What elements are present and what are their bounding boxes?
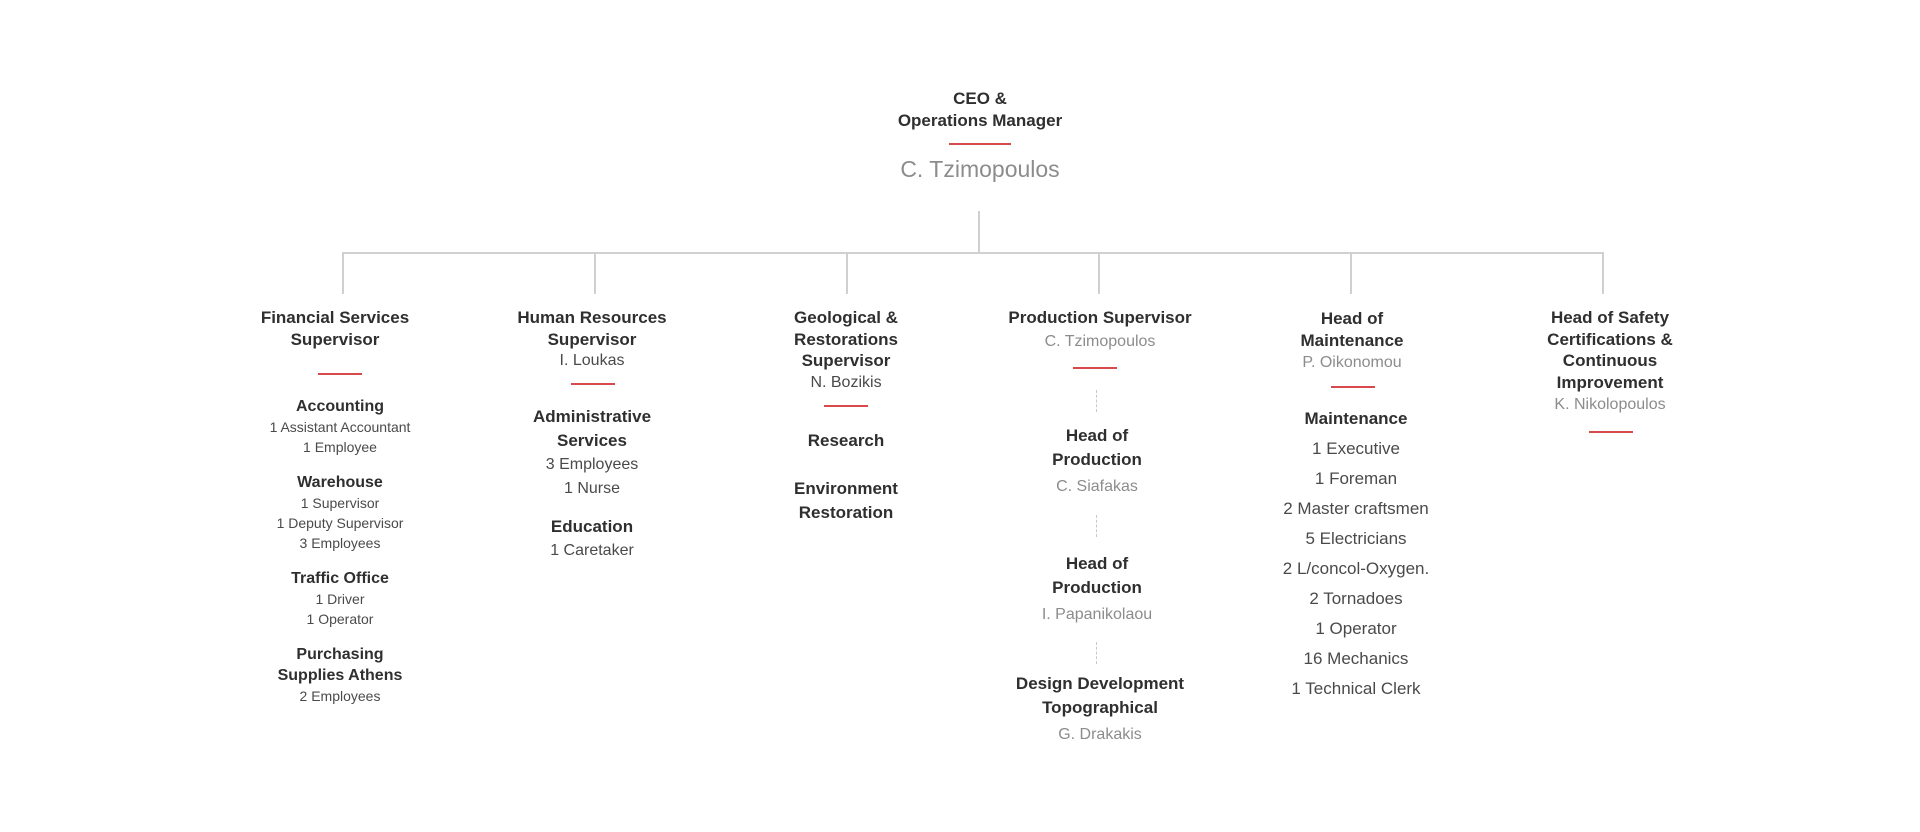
- financial-accent-line: [318, 373, 362, 375]
- production-title: Production Supervisor: [1008, 308, 1192, 327]
- maintenance-item: 1 Foreman: [1314, 469, 1398, 488]
- maintenance-title-line2: Maintenance: [1300, 331, 1404, 350]
- drop-geo: [846, 252, 848, 294]
- hr-groups: Administrative Services 3 Employees 1 Nu…: [533, 405, 651, 563]
- geo-title: Geological & Restorations Supervisor: [794, 307, 898, 372]
- traffic-office-item: 1 Operator: [306, 611, 374, 627]
- warehouse-item: 3 Employees: [299, 535, 381, 551]
- maintenance-item: 1 Operator: [1315, 619, 1397, 638]
- drop-maintenance: [1350, 252, 1352, 294]
- admin-services-item: 3 Employees: [545, 456, 639, 473]
- admin-services-title-line2: Services: [557, 431, 627, 450]
- hr-title: Human Resources Supervisor: [517, 307, 666, 351]
- admin-services-title-line1: Administrative: [532, 407, 652, 426]
- production-sub-name: G. Drakakis: [1058, 726, 1142, 743]
- geo-name: N. Bozikis: [810, 374, 882, 391]
- ceo-connector: [978, 211, 980, 253]
- maintenance-title: Head of Maintenance: [1301, 308, 1404, 352]
- production-sub-title-line1: Head of: [1065, 554, 1129, 573]
- safety-title-line1: Head of Safety: [1550, 308, 1670, 327]
- education-title: Education: [550, 517, 634, 536]
- warehouse-item: 1 Supervisor: [300, 495, 380, 511]
- warehouse-title: Warehouse: [297, 474, 383, 491]
- purchasing-title-line2: Supplies Athens: [277, 667, 403, 684]
- production-sub-name: C. Siafakas: [1056, 478, 1138, 495]
- hr-name: I. Loukas: [559, 352, 625, 369]
- production-sub-title-line1: Head of: [1065, 426, 1129, 445]
- financial-groups: Accounting 1 Assistant Accountant 1 Empl…: [270, 396, 411, 706]
- accounting-item: 1 Employee: [303, 439, 377, 455]
- production-sub-title-line2: Production: [1052, 450, 1142, 469]
- geo-groups: Research Environment Restoration: [794, 429, 898, 525]
- admin-services-item: 1 Nurse: [563, 480, 621, 497]
- maintenance-item: 5 Electricians: [1305, 529, 1407, 548]
- maintenance-item: 1 Technical Clerk: [1291, 679, 1421, 698]
- maintenance-name: P. Oikonomou: [1302, 354, 1402, 371]
- education-item: 1 Caretaker: [550, 542, 634, 559]
- geo-title-line3: Supervisor: [801, 351, 891, 370]
- safety-name: K. Nikolopoulos: [1554, 396, 1666, 413]
- maintenance-item: 1 Executive: [1312, 439, 1400, 458]
- purchasing-title-line1: Purchasing: [296, 646, 384, 663]
- production-sub-2: Head of Production I. Papanikolaou: [1042, 552, 1152, 624]
- geo-title-line1: Geological &: [794, 308, 898, 327]
- ceo-title: CEO & Operations Manager: [898, 88, 1062, 132]
- maintenance-group: Maintenance 1 Executive 1 Foreman 2 Mast…: [1283, 404, 1429, 704]
- maintenance-group-title: Maintenance: [1304, 409, 1408, 428]
- safety-title: Head of Safety Certifications & Continuo…: [1547, 307, 1673, 393]
- safety-title-line2: Certifications &: [1547, 329, 1673, 349]
- hr-title-line2: Supervisor: [547, 330, 637, 349]
- financial-title-line2: Supervisor: [290, 330, 380, 349]
- traffic-office-item: 1 Driver: [315, 591, 365, 607]
- maintenance-accent-line: [1331, 386, 1375, 388]
- warehouse-item: 1 Deputy Supervisor: [276, 515, 404, 531]
- safety-title-line3: Continuous: [1562, 351, 1658, 370]
- ceo-title-line1: CEO &: [953, 89, 1007, 108]
- branch-line: [342, 252, 1604, 254]
- maintenance-title-line1: Head of: [1320, 309, 1384, 328]
- production-accent-line: [1073, 367, 1117, 369]
- safety-accent-line: [1589, 431, 1633, 433]
- research-title: Research: [807, 431, 885, 450]
- production-sub-title-line2: Topographical: [1042, 698, 1158, 717]
- maintenance-item: 2 L/concol-Oxygen.: [1282, 559, 1430, 578]
- ceo-name: C. Tzimopoulos: [900, 156, 1060, 182]
- drop-production: [1098, 252, 1100, 294]
- drop-safety: [1602, 252, 1604, 294]
- production-sub-1: Head of Production C. Siafakas: [1052, 424, 1142, 496]
- hr-title-line1: Human Resources: [517, 308, 667, 327]
- geo-accent-line: [824, 405, 868, 407]
- maintenance-item: 2 Tornadoes: [1309, 589, 1403, 608]
- financial-title-line1: Financial Services: [260, 308, 410, 327]
- drop-hr: [594, 252, 596, 294]
- geo-title-line2: Restorations: [794, 329, 898, 349]
- environment-title-line2: Restoration: [798, 503, 894, 522]
- traffic-office-title: Traffic Office: [291, 570, 389, 587]
- hr-accent-line: [571, 383, 615, 385]
- accounting-title: Accounting: [296, 398, 384, 415]
- production-name: C. Tzimopoulos: [1044, 333, 1156, 350]
- environment-title-line1: Environment: [794, 479, 898, 498]
- drop-financial: [342, 252, 344, 294]
- maintenance-item: 16 Mechanics: [1303, 649, 1409, 668]
- production-sub-name: I. Papanikolaou: [1041, 606, 1153, 623]
- production-sub-title-line2: Production: [1052, 578, 1142, 597]
- purchasing-item: 2 Employees: [299, 688, 381, 704]
- production-dotted-connector: [1096, 390, 1097, 412]
- safety-title-line4: Improvement: [1556, 372, 1664, 392]
- financial-title: Financial Services Supervisor: [261, 307, 409, 351]
- accounting-item: 1 Assistant Accountant: [269, 419, 411, 435]
- ceo-accent-line: [949, 143, 1011, 145]
- production-sub-3: Design Development Topographical G. Drak…: [1016, 672, 1184, 744]
- production-sub-title-line1: Design Development: [1015, 674, 1185, 693]
- maintenance-item: 2 Master craftsmen: [1283, 499, 1429, 518]
- ceo-title-line2: Operations Manager: [897, 111, 1063, 130]
- production-dotted-connector: [1096, 515, 1097, 537]
- production-dotted-connector: [1096, 642, 1097, 664]
